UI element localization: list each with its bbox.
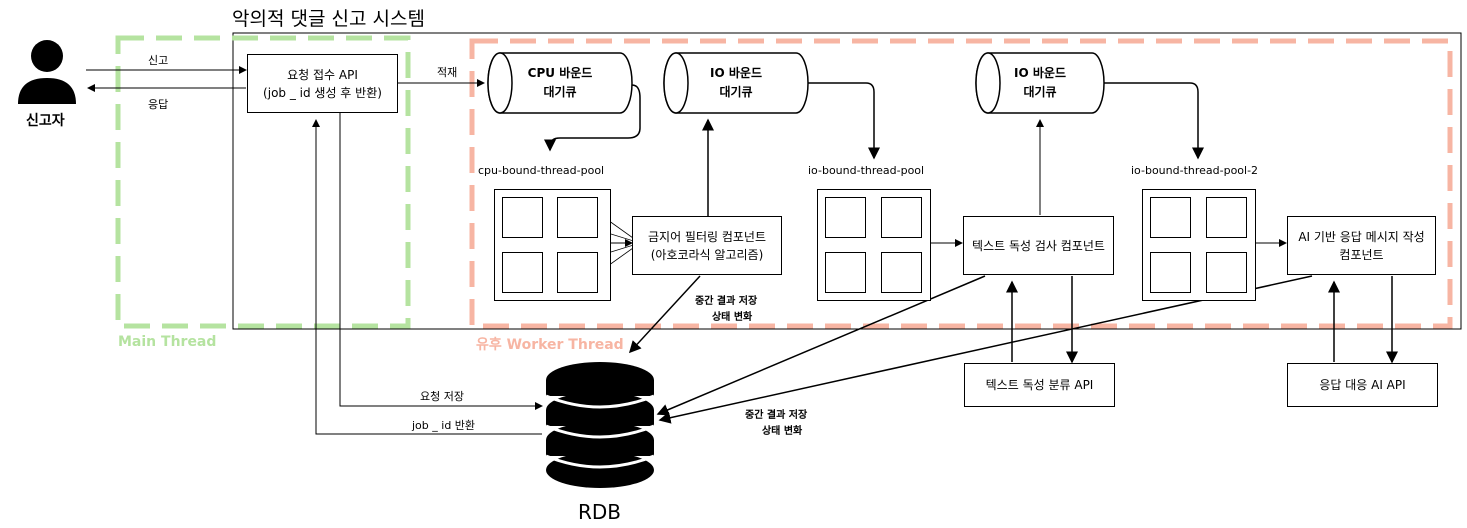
io-queue-1-label: IO 바운드 대기큐	[681, 64, 791, 102]
profanity-component-line2: (아호코라식 알고리즘)	[650, 247, 764, 262]
intermediate-label-2-line2: 상태 변화	[761, 426, 803, 437]
thread-cell	[557, 252, 598, 293]
diagram-title: 악의적 댓글 신고 시스템	[232, 8, 425, 30]
profanity-filter-component[interactable]: 금지어 필터링 컴포넌트 (아호코라식 알고리즘)	[632, 216, 782, 275]
response-ai-api[interactable]: 응답 대응 AI API	[1287, 363, 1438, 407]
report-label: 신고	[148, 54, 169, 67]
io-queue-2-line2: 대기큐	[1023, 85, 1057, 100]
intermediate-label-1-line1: 중간 결과 저장	[695, 296, 758, 307]
thread-cell	[1206, 252, 1247, 293]
profanity-to-rdb	[628, 275, 701, 354]
toxicity-api-label: 텍스트 독성 분류 API	[985, 378, 1094, 392]
enqueue-label: 적재	[437, 66, 458, 79]
save-request-arrow	[339, 113, 543, 410]
ai-response-component[interactable]: AI 기반 응답 메시지 작성 컴포넌트	[1287, 216, 1436, 275]
intermediate-label-2: 중간 결과 저장 상태 변화	[745, 408, 807, 440]
database-label: RDB	[578, 500, 622, 524]
intermediate-label-1: 중간 결과 저장 상태 변화	[695, 294, 757, 326]
thread-cell	[502, 252, 543, 293]
request-api-box[interactable]: 요청 접수 API (job _ id 생성 후 반환)	[247, 54, 398, 113]
thread-cell	[502, 197, 543, 238]
thread-cell	[1150, 197, 1191, 238]
io-queue-1-line2: 대기큐	[719, 85, 753, 100]
main-thread-label: Main Thread	[118, 334, 217, 350]
worker-thread-label: 유후 Worker Thread	[476, 337, 624, 353]
actor-label: 신고자	[26, 113, 65, 129]
worker-thread-region	[469, 38, 1453, 329]
request-api-subtitle: (job _ id 생성 후 반환)	[263, 85, 382, 100]
intermediate-label-2-line1: 중간 결과 저장	[745, 410, 808, 421]
request-api-title: 요청 접수 API	[287, 67, 358, 82]
return-job-id-arrow	[312, 119, 542, 435]
io-queue-shape-1	[663, 52, 809, 114]
io-queue-1-to-pool	[808, 82, 880, 160]
cpu-queue-shape	[487, 52, 633, 114]
person-icon	[18, 40, 76, 104]
profanity-component-line1: 금지어 필터링 컴포넌트	[647, 229, 767, 244]
return-job-id-label: job _ id 반환	[412, 419, 476, 432]
io-pool-2-label: io-bound-thread-pool-2	[1131, 164, 1259, 177]
io-pool-label: io-bound-thread-pool	[808, 164, 925, 177]
system-frame	[232, 32, 1462, 330]
thread-cell	[881, 197, 922, 238]
io-queue-2-line1: IO 바운드	[1014, 66, 1066, 80]
main-thread-region	[115, 35, 411, 329]
cpu-queue-to-pool	[544, 84, 641, 152]
save-request-label: 요청 저장	[420, 390, 464, 403]
thread-cell	[825, 252, 866, 293]
io-queue-1-line1: IO 바운드	[710, 66, 762, 80]
cpu-pool-label: cpu-bound-thread-pool	[478, 164, 605, 177]
thread-cell	[881, 252, 922, 293]
toxicity-check-component[interactable]: 텍스트 독성 검사 컴포넌트	[963, 216, 1114, 275]
cpu-queue-label: CPU 바운드 대기큐	[505, 64, 615, 102]
io-queue-shape-2	[975, 52, 1105, 114]
thread-cell	[557, 197, 598, 238]
ai-component-line2: 컴포넌트	[1339, 247, 1384, 262]
response-label: 응답	[148, 98, 169, 111]
response-ai-api-label: 응답 대응 AI API	[1319, 378, 1406, 392]
intermediate-label-1-line2: 상태 변화	[711, 312, 753, 323]
toxicity-classification-api[interactable]: 텍스트 독성 분류 API	[964, 363, 1115, 407]
toxicity-component-line1: 텍스트 독성 검사 컴포넌트	[972, 238, 1105, 253]
thread-cell	[825, 197, 866, 238]
database-icon	[545, 362, 655, 488]
io-queue-2-label: IO 바운드 대기큐	[988, 64, 1092, 102]
cpu-queue-line1: CPU 바운드	[527, 66, 593, 80]
thread-cell	[1150, 252, 1191, 293]
thread-cell	[1206, 197, 1247, 238]
ai-component-line1: AI 기반 응답 메시지 작성	[1298, 229, 1425, 244]
cpu-queue-line2: 대기큐	[543, 85, 577, 100]
io-queue-2-to-pool-2	[1104, 82, 1204, 160]
